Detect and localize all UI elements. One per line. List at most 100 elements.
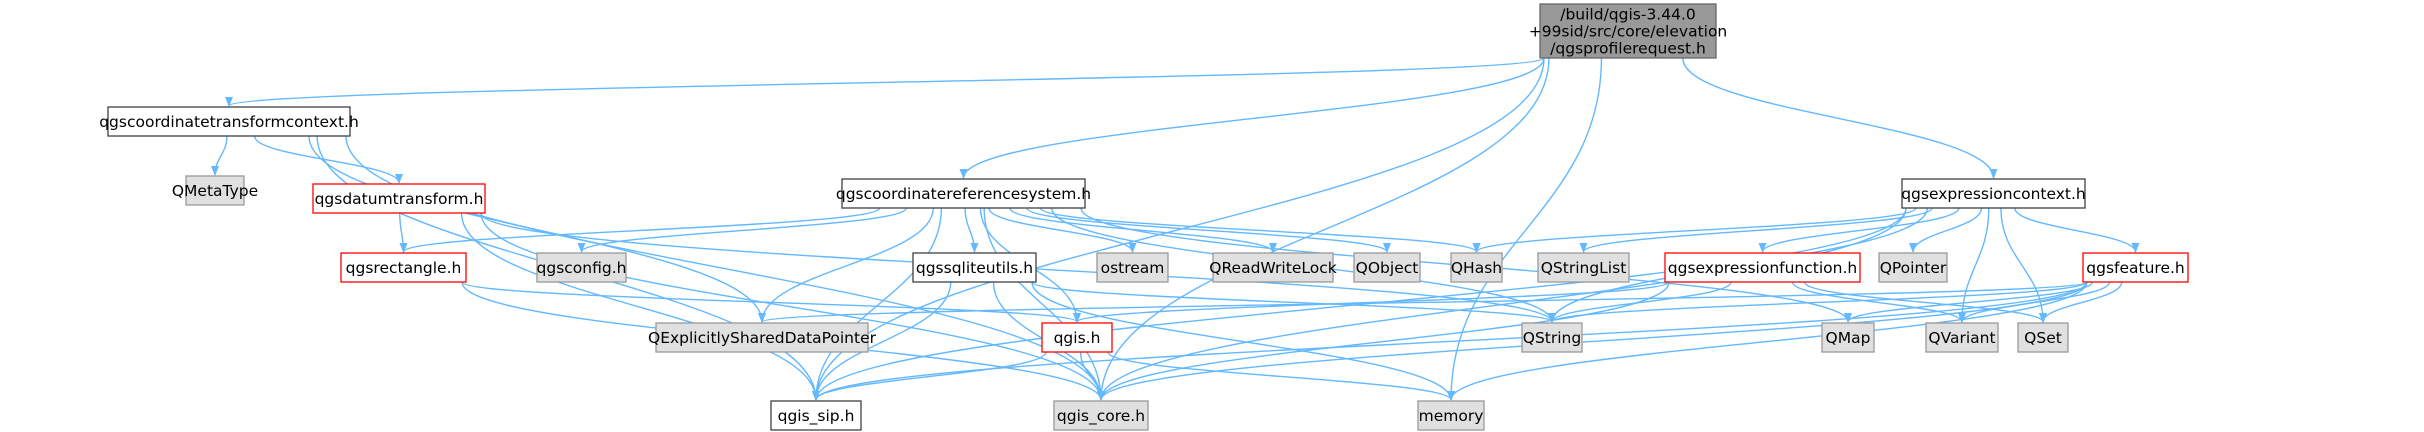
node-box-sqlite	[912, 252, 1037, 283]
node-label-datum: qgsdatumtransform.h	[315, 190, 484, 208]
node-label-core: qgis_core.h	[1057, 407, 1145, 426]
node-ostream: ostream	[1096, 252, 1169, 283]
node-box-root	[1539, 3, 1717, 59]
node-qset: QSet	[2017, 322, 2069, 353]
node-label-qhash: QHash	[1451, 259, 1502, 277]
node-box-qmetatype	[185, 175, 245, 206]
node-box-qvariant	[1925, 322, 1999, 353]
node-sip[interactable]: qgis_sip.h	[770, 400, 862, 431]
edge-feature-to-memory	[1447, 281, 2088, 401]
node-label-qobject: QObject	[1356, 259, 1419, 277]
node-box-qobject	[1353, 252, 1421, 283]
edge-root-to-ctc	[225, 57, 1545, 107]
node-label-qpointer: QPointer	[1880, 259, 1947, 277]
edge-feature-to-sip	[812, 281, 2088, 401]
edge-expfunc-to-qvariant	[1791, 281, 1966, 323]
node-label-qmap: QMap	[1826, 329, 1871, 347]
node-label-root: +99sid/src/core/elevation	[1529, 23, 1728, 41]
edge-ctc-to-core	[345, 135, 1105, 401]
edge-crs-to-sip	[812, 207, 943, 401]
edge-root-to-crs	[959, 57, 1545, 179]
node-feature[interactable]: qgsfeature.h	[2082, 252, 2189, 283]
node-qhash: QHash	[1450, 252, 1503, 283]
node-label-config: qgsconfig.h	[537, 259, 627, 277]
edge-expctx-to-qstringlist	[1579, 207, 1933, 253]
edge-crs-to-sqlite	[964, 207, 979, 253]
node-datum[interactable]: qgsdatumtransform.h	[312, 183, 486, 214]
node-label-qmetatype: QMetaType	[172, 182, 258, 200]
edge-crs-to-config	[577, 207, 907, 253]
node-label-ostream: ostream	[1101, 259, 1165, 277]
edge-expfunc-to-core	[1097, 281, 1670, 401]
node-box-qgis	[1041, 322, 1113, 353]
node-sqlite[interactable]: qgssqliteutils.h	[912, 252, 1037, 283]
node-label-crs: qgscoordinatereferencesystem.h	[836, 185, 1091, 203]
node-core: qgis_core.h	[1053, 400, 1149, 431]
edge-crs-to-qhash	[1039, 207, 1481, 253]
node-box-qesdp	[655, 322, 869, 353]
edge-expctx-to-core	[1097, 207, 1907, 401]
edge-crs-to-rect	[399, 207, 881, 253]
node-qvariant: QVariant	[1925, 322, 1999, 353]
edge-feature-to-qset	[2039, 281, 2123, 323]
node-label-qset: QSet	[2024, 329, 2062, 347]
edge-expfunc-to-qset	[1803, 281, 2047, 323]
node-label-root: /build/qgis-3.44.0	[1560, 6, 1696, 24]
edge-root-to-core	[1097, 57, 1550, 401]
edge-feature-to-qesdp	[758, 281, 2088, 323]
node-qmap: QMap	[1821, 322, 1875, 353]
node-expfunc[interactable]: qgsexpressionfunction.h	[1664, 252, 1861, 283]
node-expctx[interactable]: qgsexpressioncontext.h	[1901, 178, 2086, 209]
node-qstringlist: QStringList	[1537, 252, 1630, 283]
node-qrwlock: QReadWriteLock	[1209, 252, 1337, 283]
node-box-expfunc	[1664, 252, 1861, 283]
node-box-ostream	[1096, 252, 1169, 283]
node-label-sip: qgis_sip.h	[778, 407, 855, 426]
node-label-qrwlock: QReadWriteLock	[1209, 259, 1336, 277]
edge-expctx-to-sip	[812, 207, 1907, 401]
node-qobject: QObject	[1353, 252, 1421, 283]
edge-expctx-to-qvariant	[1958, 207, 1990, 323]
edge-qgis-to-sip	[812, 351, 1047, 401]
node-qstring: QString	[1521, 322, 1583, 353]
node-label-root: /qgsprofilerequest.h	[1550, 40, 1706, 58]
node-rect[interactable]: qgsrectangle.h	[340, 252, 467, 283]
edge-feature-to-core	[1097, 281, 2088, 401]
edge-ctc-to-qmetatype	[211, 135, 228, 176]
edge-expctx-to-qhash	[1472, 207, 1917, 253]
node-box-qpointer	[1878, 252, 1948, 283]
edge-expctx-to-feature	[2014, 207, 2140, 253]
edges-layer	[211, 57, 2140, 401]
node-memory: memory	[1417, 400, 1485, 431]
edge-crs-to-qobject	[1026, 207, 1391, 253]
node-label-qvariant: QVariant	[1928, 329, 1995, 347]
edge-datum-to-core	[480, 212, 1105, 401]
edge-datum-to-rect	[398, 212, 408, 253]
node-box-sip	[770, 400, 862, 431]
edge-expctx-to-expfunc	[1758, 207, 1960, 253]
node-box-feature	[2082, 252, 2189, 283]
edge-qgis-to-memory	[1107, 351, 1455, 401]
edge-crs-to-core	[983, 207, 1105, 401]
node-qesdp: QExplicitlySharedDataPointer	[648, 322, 877, 353]
node-ctc[interactable]: qgscoordinatetransformcontext.h	[99, 106, 359, 137]
node-box-core	[1053, 400, 1149, 431]
node-box-memory	[1417, 400, 1485, 431]
edge-expctx-to-qpointer	[1909, 207, 1983, 253]
nodes-layer: /build/qgis-3.44.0+99sid/src/core/elevat…	[99, 3, 2189, 431]
node-root[interactable]: /build/qgis-3.44.0+99sid/src/core/elevat…	[1529, 3, 1728, 59]
node-box-qmap	[1821, 322, 1875, 353]
node-qpointer: QPointer	[1878, 252, 1948, 283]
edge-root-to-expctx	[1682, 57, 1998, 179]
edge-expfunc-to-qstring	[1548, 281, 1732, 323]
edge-rect-to-qgis	[461, 281, 1081, 323]
edge-ctc-to-datum	[253, 135, 403, 184]
node-label-feature: qgsfeature.h	[2086, 259, 2184, 277]
node-box-datum	[312, 183, 486, 214]
node-qgis[interactable]: qgis.h	[1041, 322, 1113, 353]
node-label-qgis: qgis.h	[1054, 329, 1101, 347]
edge-expfunc-to-qgis	[1073, 281, 1670, 323]
node-box-qstring	[1521, 322, 1583, 353]
node-box-rect	[340, 252, 467, 283]
node-crs[interactable]: qgscoordinatereferencesystem.h	[836, 178, 1091, 209]
